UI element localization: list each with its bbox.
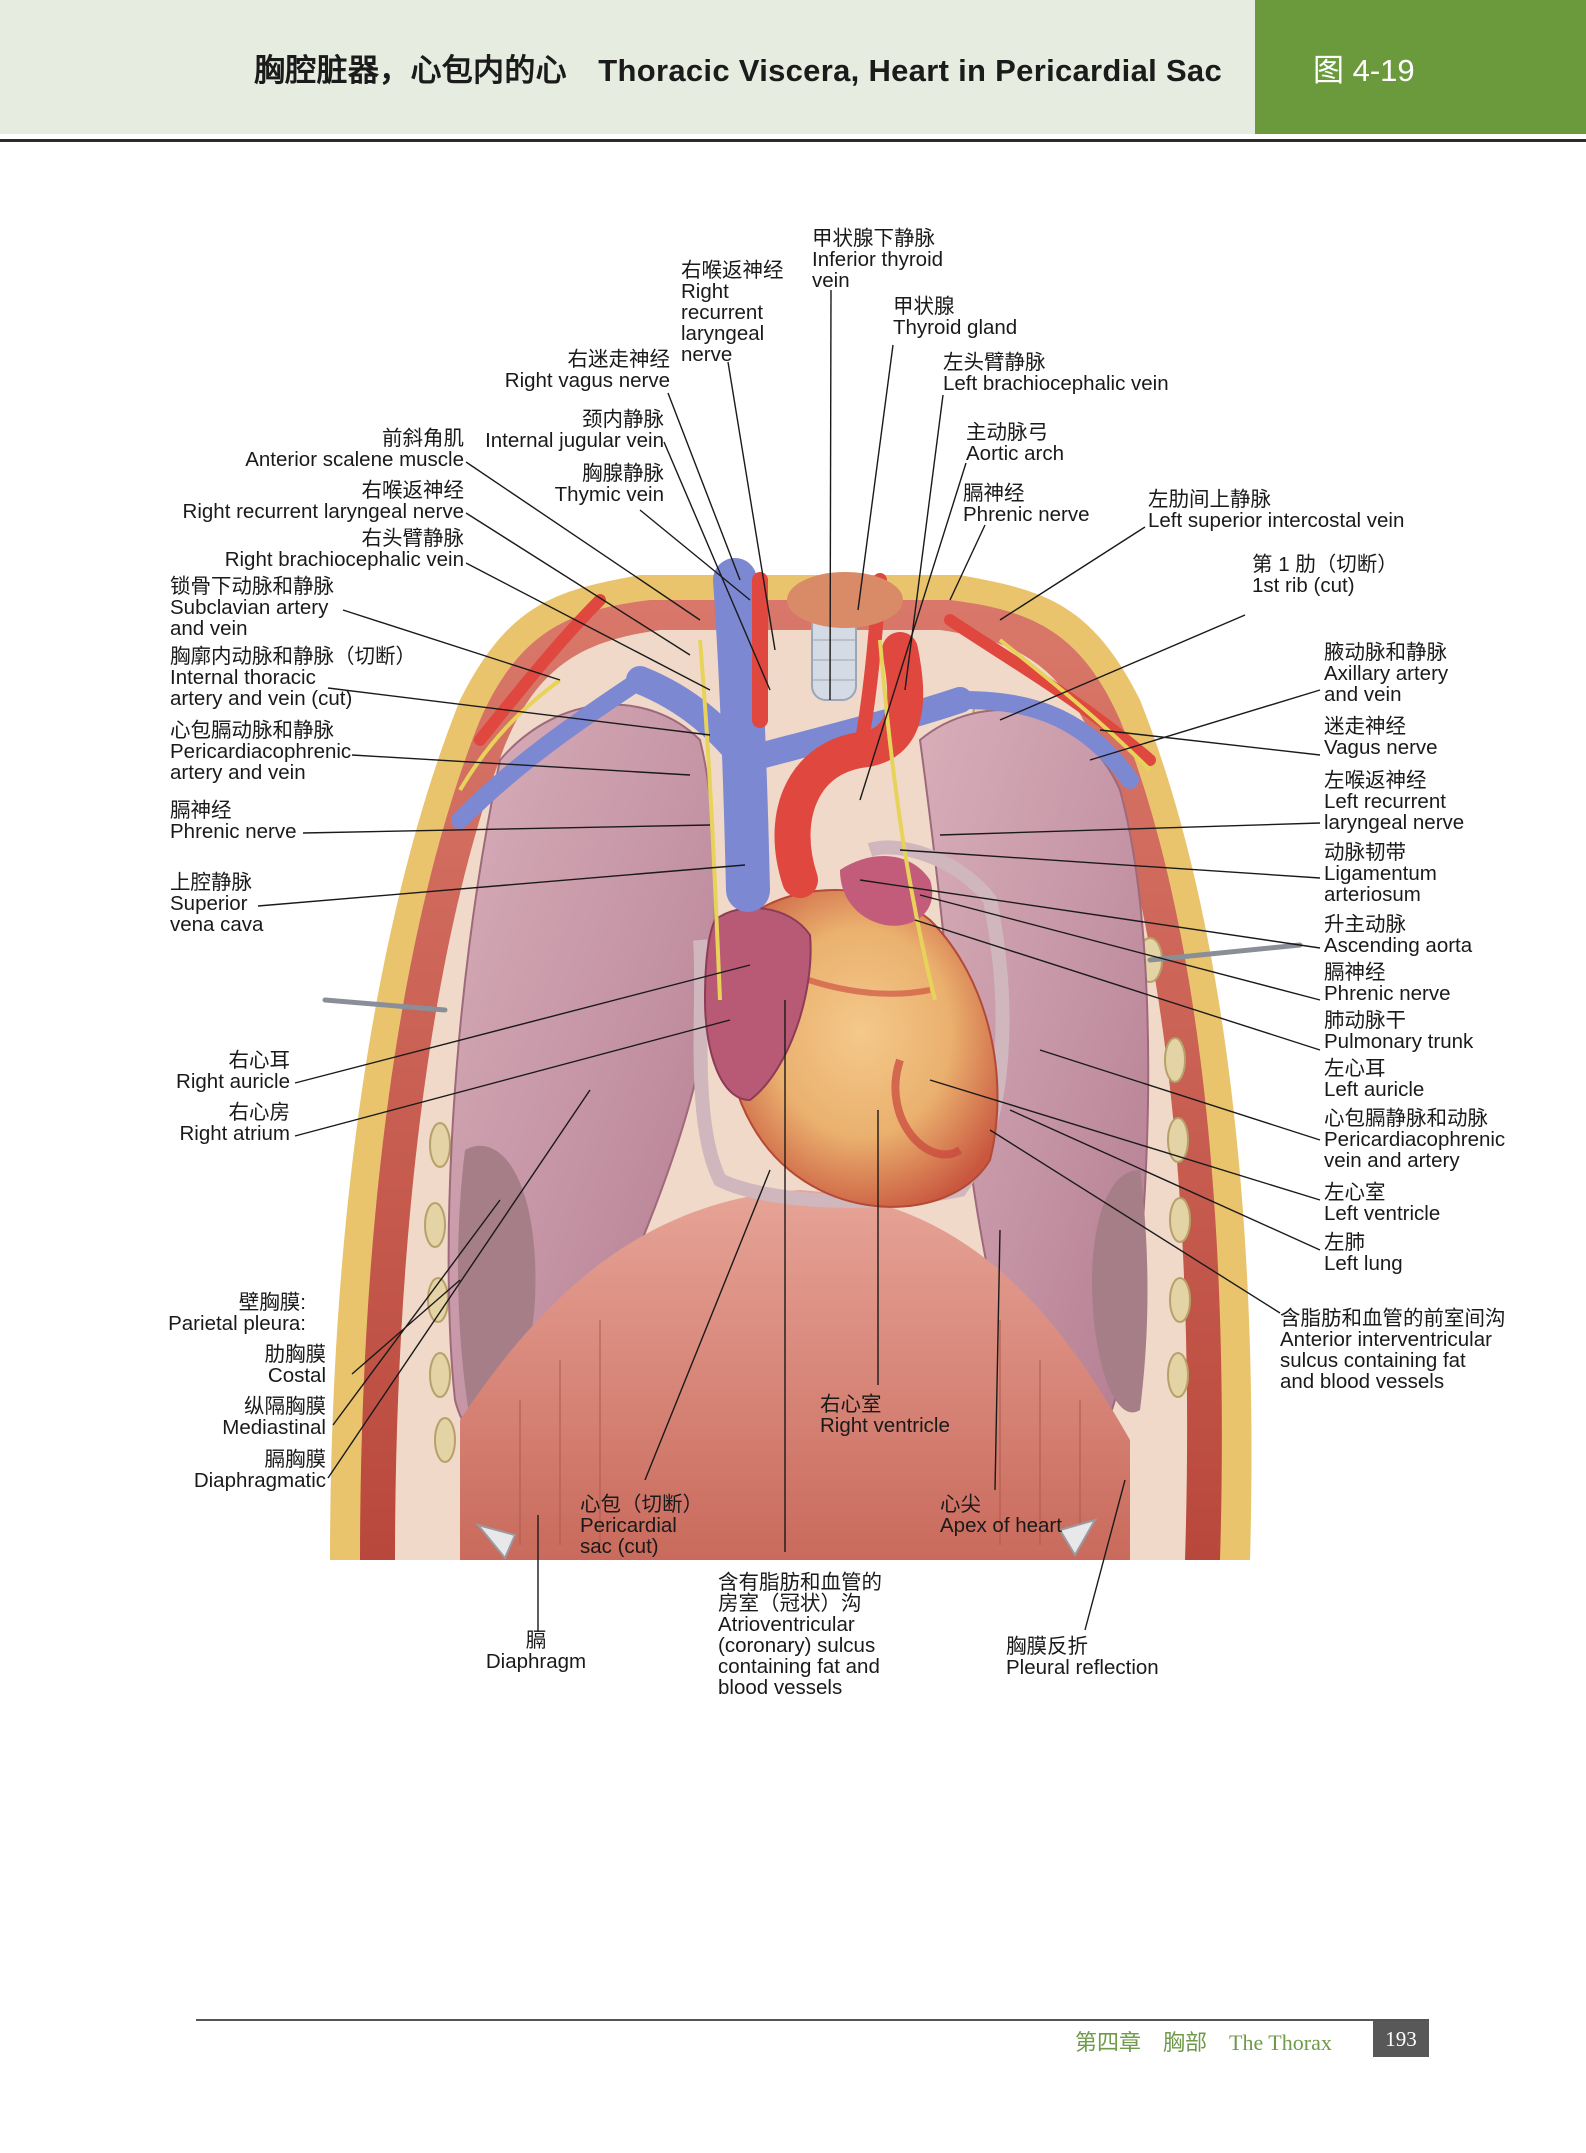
label-first-rib: 第 1 肋（切断）1st rib (cut) — [1252, 553, 1398, 597]
diaphragm-shape — [460, 1190, 1130, 1560]
chapter-label: 第四章 胸部 The Thorax — [1075, 2030, 1332, 2055]
header-rule — [0, 139, 1586, 142]
diaphragm-fibers — [519, 1320, 1081, 1545]
header-band — [0, 0, 1255, 134]
footer-rule — [196, 2019, 1429, 2021]
retractor-pins — [322, 942, 1303, 1013]
page-title: 胸腔脏器，心包内的心 Thoracic Viscera, Heart in Pe… — [253, 52, 1222, 88]
page-number: 193 — [1373, 2021, 1429, 2057]
page-header: 胸腔脏器，心包内的心 Thoracic Viscera, Heart in Pe… — [0, 0, 1586, 134]
leader-lines — [257, 289, 1321, 1632]
figure-number: 图 4-19 — [1255, 0, 1586, 134]
left-pleural-recess — [1092, 1170, 1148, 1413]
label-parietal-pleura: 壁胸膜:Parietal pleura: — [168, 1291, 306, 1335]
thyroid-gland-shape — [787, 572, 903, 628]
rib-bone-ends — [475, 1518, 1098, 1560]
right-atrium-shape — [703, 907, 812, 1102]
rib-cross-sections — [424, 695, 1191, 1463]
